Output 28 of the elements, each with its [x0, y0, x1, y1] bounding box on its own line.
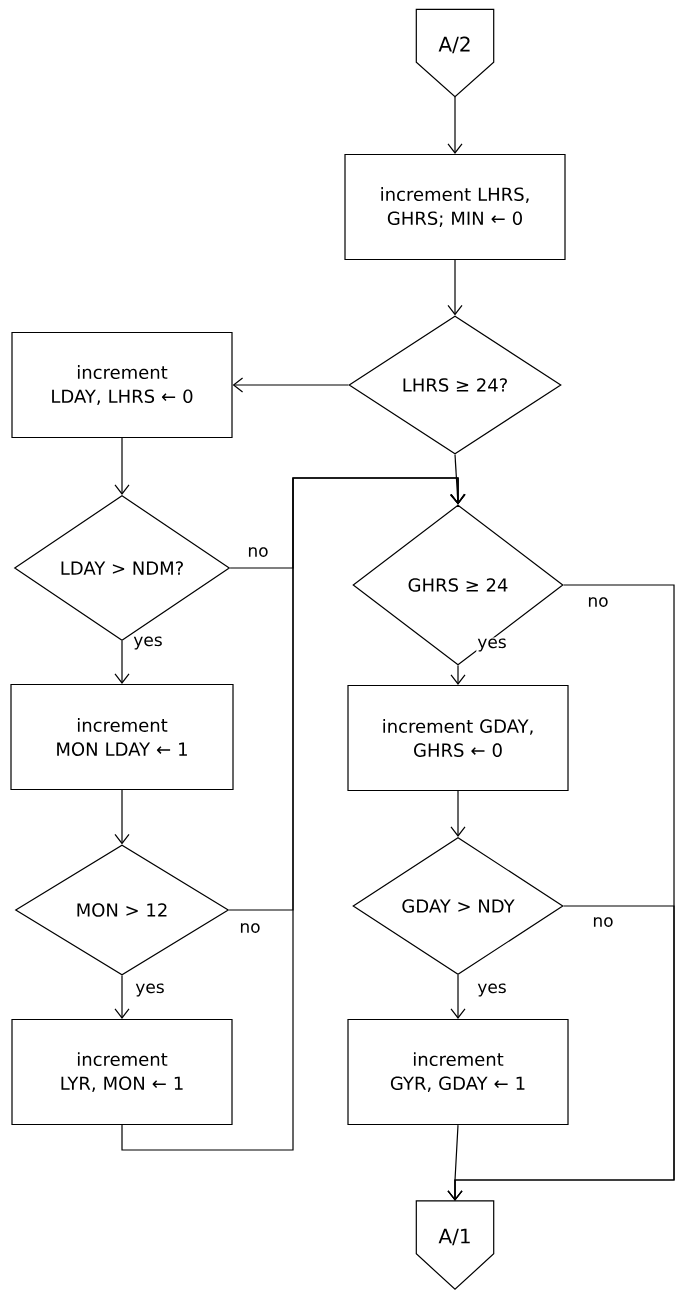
off-page-connector: A/1	[415, 1200, 495, 1291]
arrow	[450, 790, 466, 837]
arrow	[114, 975, 130, 1019]
process-box: increment GYR, GDAY ← 1	[347, 1018, 569, 1126]
arrow	[447, 259, 463, 316]
edge-label: no	[586, 596, 610, 608]
process-box: increment GDAY, GHRS ← 0	[347, 684, 569, 792]
process-box: increment LHRS, GHRS; MIN ← 0	[344, 153, 566, 261]
arrow	[114, 437, 130, 495]
arrow	[232, 377, 349, 393]
arrow	[121, 477, 466, 1151]
edge-label: yes	[476, 982, 508, 998]
process-box: increment LYR, MON ← 1	[11, 1018, 233, 1126]
edge-label: no	[591, 916, 615, 928]
process-box: increment MON LDAY ← 1	[10, 683, 234, 791]
arrow	[447, 96, 463, 154]
process-box: increment LDAY, LHRS ← 0	[11, 331, 233, 439]
edge-label: no	[238, 922, 262, 934]
arrow	[450, 974, 466, 1019]
edge-label: yes	[134, 982, 166, 998]
arrow	[114, 789, 130, 845]
off-page-connector: A/2	[415, 8, 495, 98]
arrow	[450, 665, 466, 685]
arrow	[449, 454, 465, 505]
arrow	[114, 640, 130, 684]
arrow	[447, 1124, 463, 1201]
edge-label: no	[246, 546, 270, 558]
edge-label: yes	[476, 637, 508, 653]
